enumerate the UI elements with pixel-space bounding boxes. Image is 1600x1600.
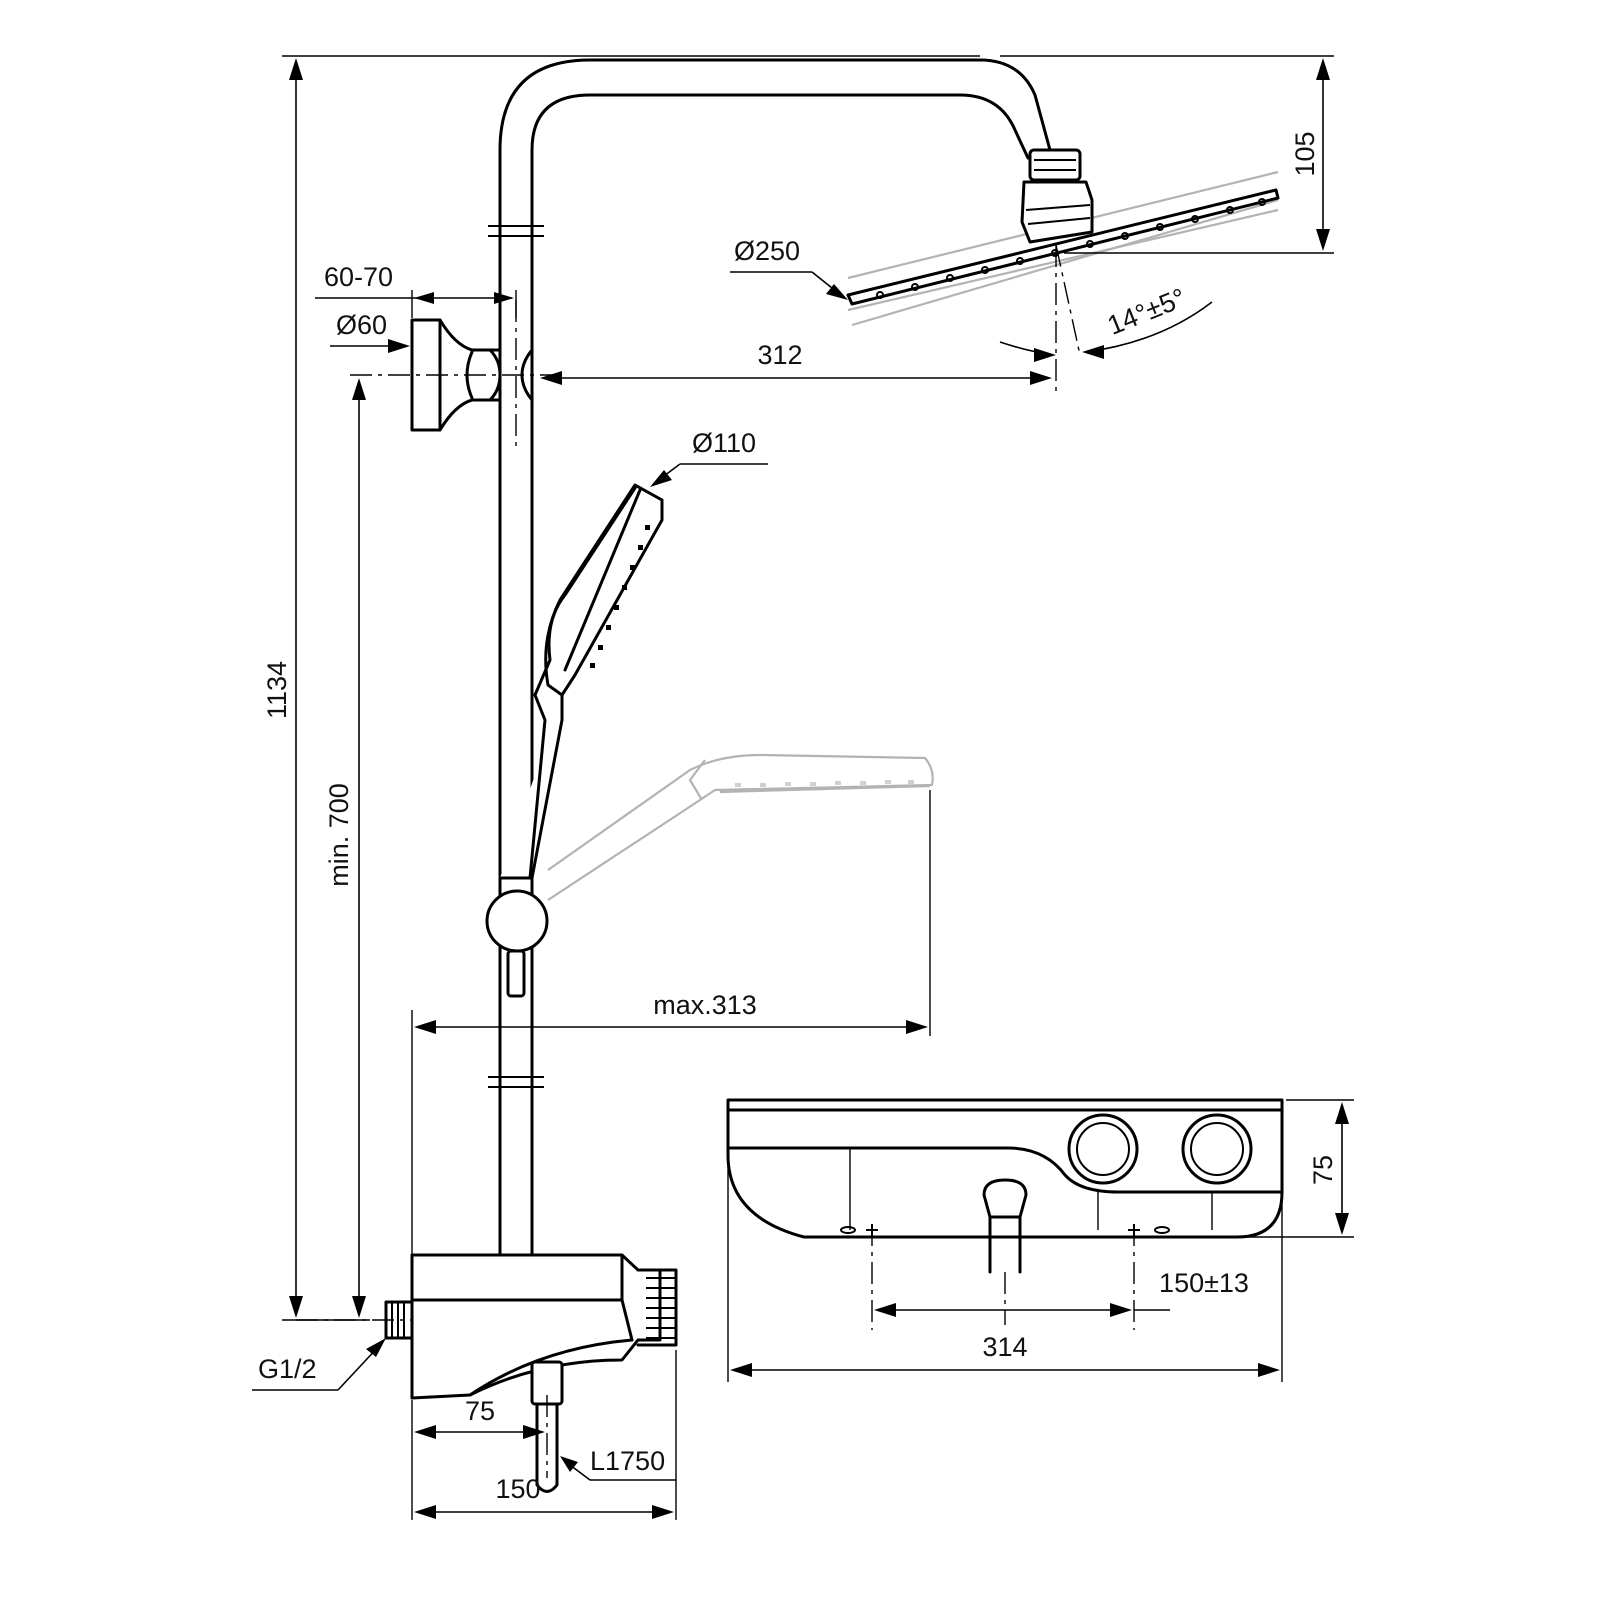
label-total-height: 1134 xyxy=(262,661,292,719)
wall-bracket xyxy=(350,318,560,432)
dimension-wall-distance: 60-70 xyxy=(315,262,517,318)
dimension-inlet-offset: 75 xyxy=(411,1396,545,1520)
dimension-hand-reach: max.313 xyxy=(411,790,931,1255)
thermostat-side-view xyxy=(296,1253,678,1493)
label-wall-distance: 60-70 xyxy=(324,262,393,292)
overhead-shower-head xyxy=(846,148,1280,392)
label-min-height: min. 700 xyxy=(324,783,354,887)
label-inlet-offset: 75 xyxy=(465,1396,495,1426)
label-mixer-front-depth: 75 xyxy=(1308,1155,1338,1185)
dimension-total-height: 1134 xyxy=(262,55,980,1321)
dimension-head-tilt: 14°±5° xyxy=(999,282,1213,362)
label-bracket-diameter: Ø60 xyxy=(336,310,387,340)
dimension-mixer-width: 314 xyxy=(727,1160,1283,1382)
label-head-offset: 312 xyxy=(757,340,802,370)
dimension-head-diameter: Ø250 xyxy=(730,236,848,300)
thermostat-front-view xyxy=(726,1098,1284,1274)
hand-shower-nozzles xyxy=(590,525,650,668)
label-connection-thread: G1/2 xyxy=(258,1354,317,1384)
label-head-drop: 105 xyxy=(1290,131,1320,176)
dimension-bracket-diameter: Ø60 xyxy=(330,310,410,353)
dimension-mixer-front-depth: 75 xyxy=(1240,1099,1354,1238)
spray-nozzles xyxy=(876,198,1266,299)
flow-control-knob xyxy=(1067,1113,1139,1185)
dimension-centre-distance: 150±13 xyxy=(871,1224,1249,1330)
dimension-head-drop: 105 xyxy=(1000,55,1334,254)
label-hand-reach: max.313 xyxy=(653,990,757,1020)
label-hand-diameter: Ø110 xyxy=(692,428,756,458)
dimension-min-height: min. 700 xyxy=(324,378,366,1318)
label-mixer-depth: 150 xyxy=(495,1474,540,1504)
dimension-connection-thread: G1/2 xyxy=(252,1338,386,1391)
label-hose-length: L1750 xyxy=(590,1446,665,1476)
riser-pipe xyxy=(488,58,1052,1257)
hand-shower xyxy=(485,483,664,998)
label-head-diameter: Ø250 xyxy=(734,236,800,266)
dimension-hand-diameter: Ø110 xyxy=(650,428,768,487)
temperature-control-knob xyxy=(1181,1113,1253,1185)
dimension-head-offset: 312 xyxy=(540,340,1052,385)
temperature-knob-knurling xyxy=(646,1277,676,1339)
dimension-mixer-depth: 150 xyxy=(414,1350,677,1520)
label-centre-distance: 150±13 xyxy=(1159,1268,1249,1298)
hand-shower-ghost-nozzles xyxy=(735,780,914,787)
label-mixer-width: 314 xyxy=(982,1332,1027,1362)
dimension-hose-length: L1750 xyxy=(560,1446,676,1481)
label-head-tilt: 14°±5° xyxy=(1103,282,1190,340)
hand-shower-ghost xyxy=(547,753,934,901)
